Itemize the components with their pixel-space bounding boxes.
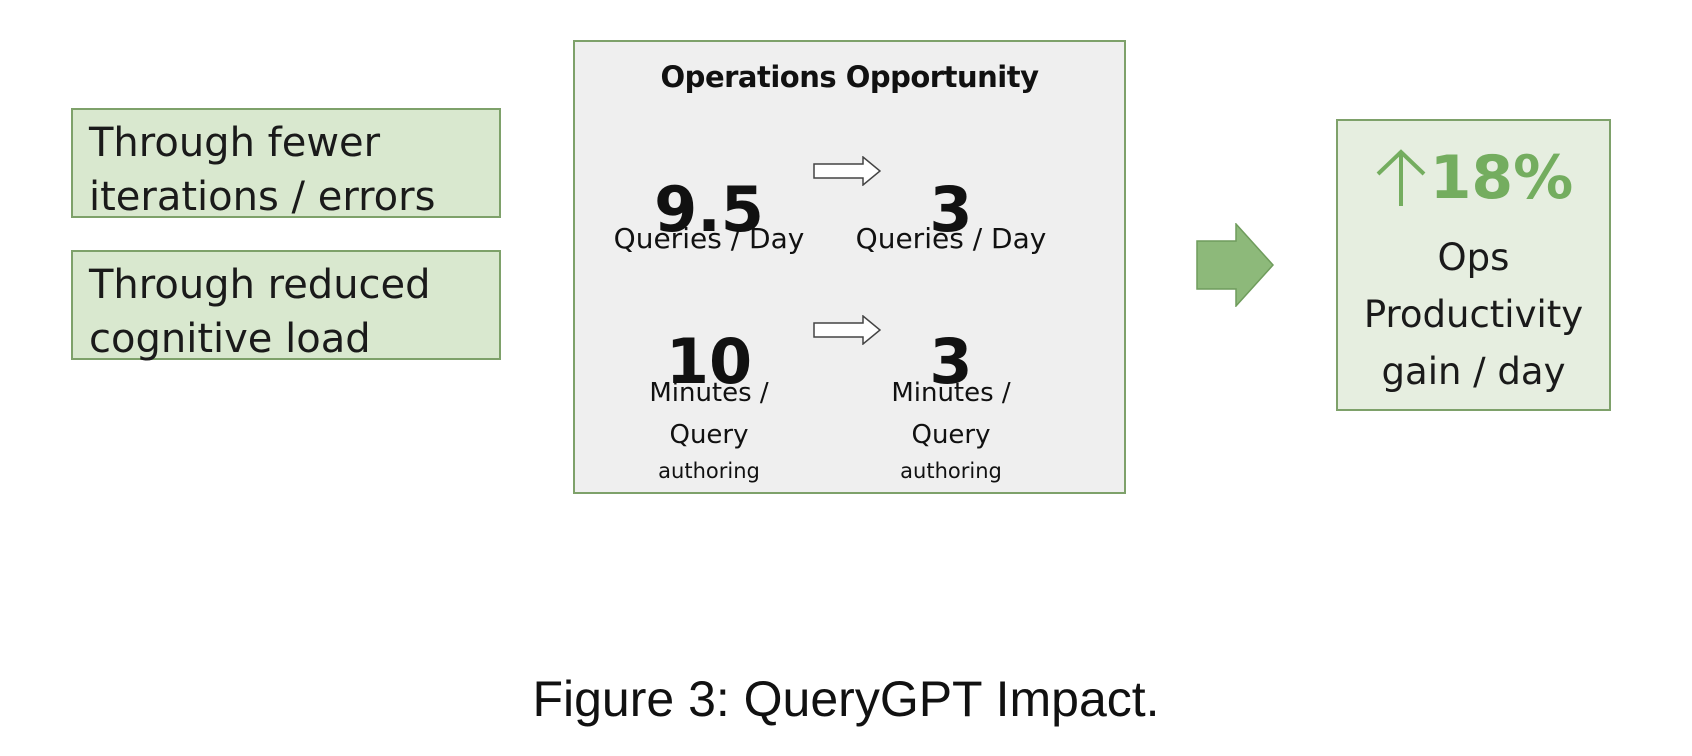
hollow-right-arrow-icon: [813, 156, 881, 186]
minutes-after-label: Minutes / Query authoring: [831, 372, 1071, 486]
label-line: Ops: [1437, 236, 1510, 279]
up-arrow-icon: [1376, 149, 1426, 206]
label-line: gain / day: [1381, 350, 1566, 393]
reason-line: Through reduced: [89, 262, 431, 308]
figure-caption: Figure 3: QueryGPT Impact.: [532, 671, 1160, 727]
minutes-before-value: 10: [665, 325, 753, 398]
label-line: authoring: [658, 459, 760, 483]
label-line: Query: [911, 420, 991, 450]
minutes-before-label: Minutes / Query authoring: [589, 372, 829, 486]
reason-line: cognitive load: [89, 316, 371, 362]
reason-box-fewer-iterations: Through fewer iterations / errors: [71, 108, 501, 220]
label-line: Query: [669, 420, 749, 450]
queries-after-label: Queries / Day: [855, 222, 1047, 255]
reason-line: iterations / errors: [89, 174, 436, 220]
operations-opportunity-panel: Operations Opportunity 9.5 3 Queries / D…: [573, 40, 1126, 494]
panel-title: Operations Opportunity: [660, 60, 1039, 94]
queries-after-value: 3: [929, 173, 973, 246]
reason-line: Through fewer: [89, 120, 381, 166]
gain-label: Ops Productivity gain / day: [1338, 229, 1609, 400]
label-line: Productivity: [1363, 293, 1584, 336]
label-line: authoring: [900, 459, 1002, 483]
green-right-arrow-icon: [1196, 223, 1274, 307]
queries-before-value: 9.5: [654, 173, 764, 246]
gain-percentage: 18%: [1338, 143, 1609, 213]
productivity-result-box: 18% Ops Productivity gain / day: [1336, 119, 1611, 411]
gain-value: 18%: [1429, 143, 1574, 213]
reason-box-reduced-load: Through reduced cognitive load: [71, 250, 501, 362]
queries-before-label: Queries / Day: [613, 222, 805, 255]
minutes-after-value: 3: [929, 325, 973, 398]
label-line: Minutes /: [649, 378, 769, 408]
hollow-right-arrow-icon: [813, 315, 881, 345]
label-line: Minutes /: [891, 378, 1011, 408]
